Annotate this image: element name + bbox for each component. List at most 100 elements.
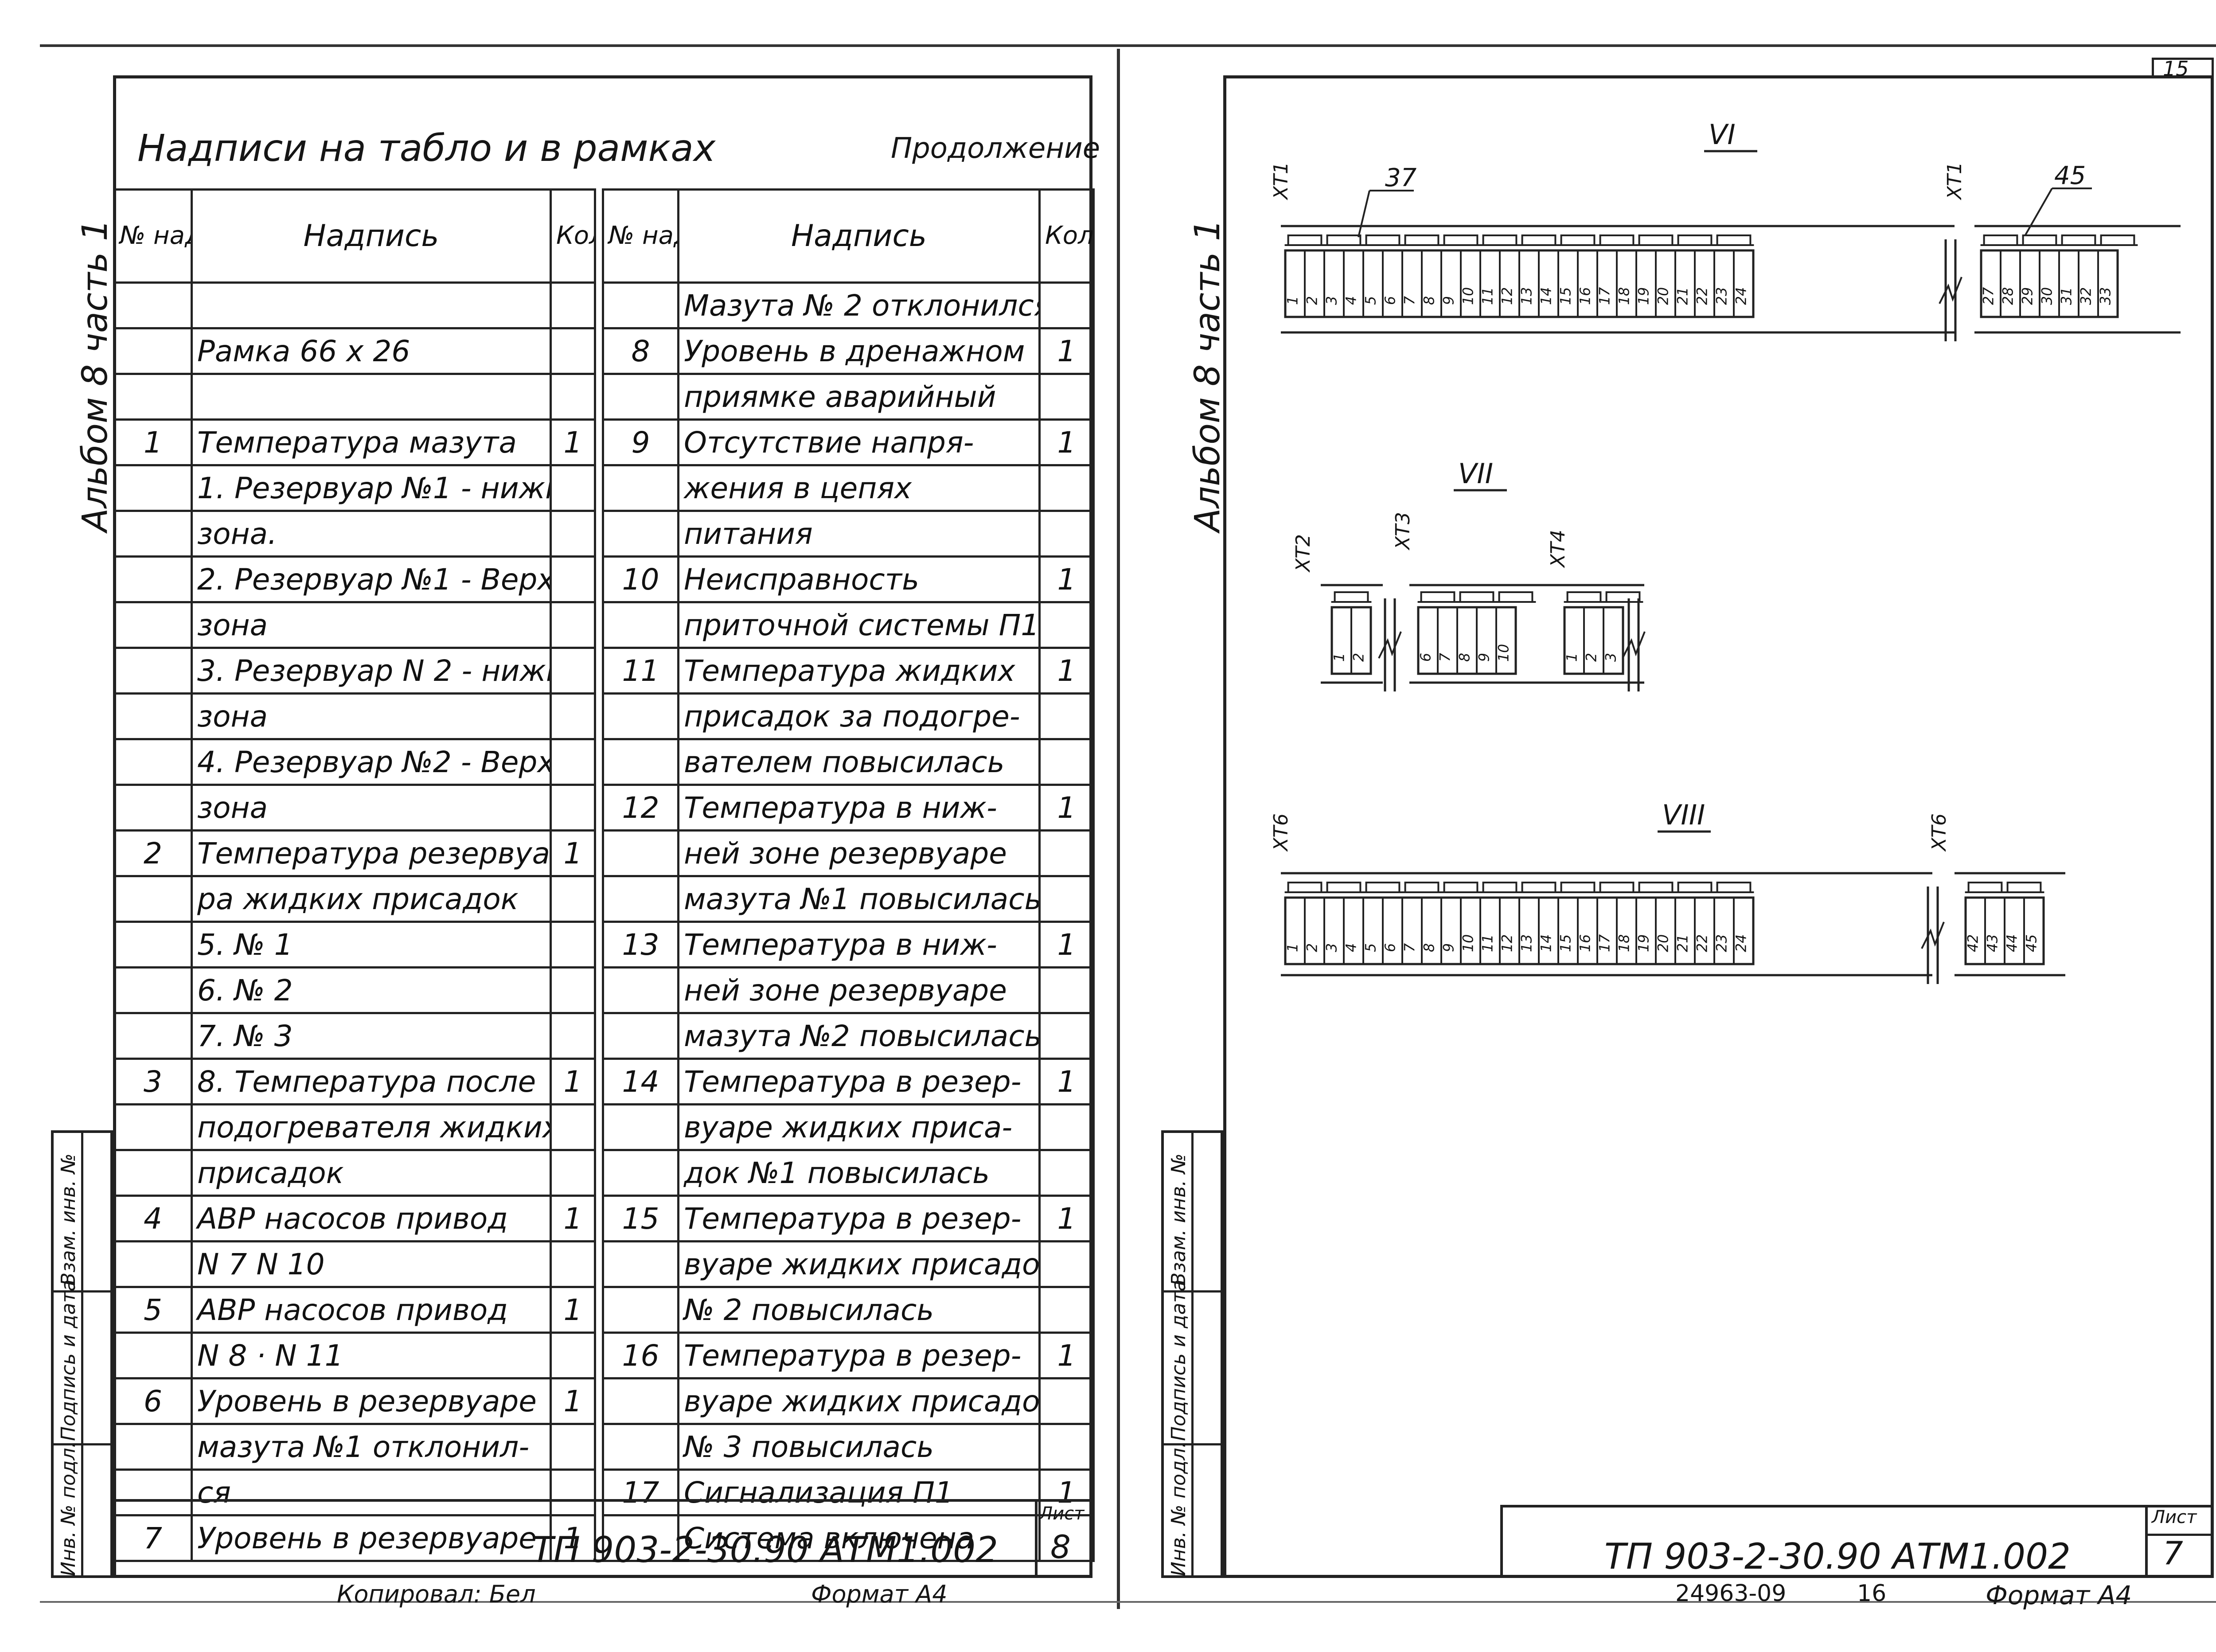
cell-no	[113, 601, 193, 649]
cell-no	[113, 555, 193, 603]
terminal-jumper	[1326, 234, 1362, 246]
connector-label-xt3: XT3	[1392, 512, 1414, 551]
cell-text: 5. № 1	[191, 921, 552, 969]
cell-no	[113, 784, 193, 832]
cell-text: Неисправность	[677, 555, 1041, 603]
cell-qty: 1	[550, 1377, 596, 1425]
table-row: N 7 N 10	[113, 1240, 596, 1288]
cell-no: 1	[113, 418, 193, 466]
cell-no	[602, 510, 679, 558]
cell-text: мазута №2 повысилась	[677, 1012, 1041, 1060]
terminal-number: 19	[1636, 934, 1652, 952]
left-title: Надписи на табло и в рамках	[137, 126, 716, 170]
terminal-number: 20	[1655, 934, 1671, 952]
cell-qty	[550, 1332, 596, 1379]
stamp-replace-inv: Взам. инв. №	[57, 1153, 80, 1286]
table-row	[113, 281, 596, 329]
terminal-jumper	[1498, 591, 1533, 603]
terminal-jumper	[1605, 591, 1641, 603]
terminal-number: 42	[1965, 934, 1981, 952]
cell-qty	[1038, 601, 1095, 649]
callout-37: 37	[1385, 164, 1417, 192]
table-row: ся	[113, 1468, 596, 1516]
cell-text: 8. Температура после	[191, 1058, 552, 1105]
cell-qty	[1038, 829, 1095, 877]
cell-no	[602, 601, 679, 649]
terminal-number: 29	[2020, 287, 2036, 305]
cell-text: подогревателя жидких	[191, 1103, 552, 1151]
left-sheet-label: Лист	[1039, 1504, 1085, 1524]
terminal-number: 33	[2098, 287, 2114, 305]
cell-text: Уровень в дренажном	[677, 327, 1041, 375]
inscriptions-table-left: № над- писи Надпись Кол. Рамка 66 х 261Т…	[113, 188, 596, 1562]
cell-no: 11	[602, 647, 679, 695]
right-side-stamp: Инв. № подл. Подпись и дата Взам. инв. №	[1161, 1130, 1223, 1578]
terminal-number: 20	[1655, 287, 1671, 305]
cell-qty	[550, 281, 596, 329]
terminal-jumper	[1566, 591, 1602, 603]
terminal-number: 22	[1694, 934, 1710, 952]
cell-text: Уровень в резервуаре	[191, 1514, 552, 1562]
terminal-number: 3	[1324, 296, 1340, 305]
cell-no: 7	[113, 1514, 193, 1562]
terminal-number: 6	[1382, 296, 1398, 305]
cell-text: Температура резервуа	[191, 829, 552, 877]
terminal-number: 45	[2024, 934, 2040, 952]
cell-text: мазута №1 повысилась	[677, 875, 1041, 923]
cell-no	[602, 281, 679, 329]
terminal-number: 16	[1577, 287, 1593, 305]
cell-qty	[1038, 510, 1095, 558]
terminal-number: 5	[1363, 943, 1379, 952]
table-row: 6. № 2	[113, 966, 596, 1014]
cell-no	[113, 1149, 193, 1197]
cell-text: № 3 повысилась	[677, 1423, 1041, 1471]
cell-text: зона	[191, 784, 552, 832]
cell-no: 17	[602, 1468, 679, 1516]
cell-text: Уровень в резервуаре	[191, 1377, 552, 1425]
cell-text: зона.	[191, 510, 552, 558]
cell-no: 9	[602, 418, 679, 466]
header-qty: Кол.	[550, 188, 596, 284]
cell-qty	[550, 921, 596, 969]
terminal-jumper	[1560, 882, 1596, 893]
terminal-number: 1	[1331, 653, 1347, 662]
right-archive-page: 16	[1857, 1580, 1887, 1607]
cell-no: 16	[602, 1332, 679, 1379]
cell-no	[113, 875, 193, 923]
terminal-number: 6	[1382, 943, 1398, 952]
cell-qty	[550, 647, 596, 695]
terminal-jumper	[1334, 591, 1369, 603]
terminal-number: 2	[1304, 943, 1320, 952]
cell-qty	[550, 601, 596, 649]
terminal-number: 2	[1351, 653, 1367, 662]
cell-text: ра жидких присадок	[191, 875, 552, 923]
terminal-jumper	[1287, 882, 1323, 893]
right-sheet-number: 7	[2163, 1535, 2183, 1572]
terminal-jumper	[2100, 234, 2135, 246]
terminal-jumper	[1560, 234, 1596, 246]
table-row: вуаре жидких присадок	[602, 1377, 1095, 1425]
terminal-number: 19	[1636, 287, 1652, 305]
terminal-number: 1	[1564, 653, 1580, 662]
cell-qty: 1	[1038, 1195, 1095, 1242]
cell-qty: 1	[550, 1514, 596, 1562]
terminal-number: 7	[1402, 296, 1418, 305]
terminal-number: 27	[1981, 287, 1997, 305]
cell-qty	[1038, 281, 1095, 329]
cell-no	[113, 921, 193, 969]
terminal-jumper	[1326, 882, 1362, 893]
cell-no	[113, 281, 193, 329]
terminal-number: 43	[1985, 934, 2001, 952]
